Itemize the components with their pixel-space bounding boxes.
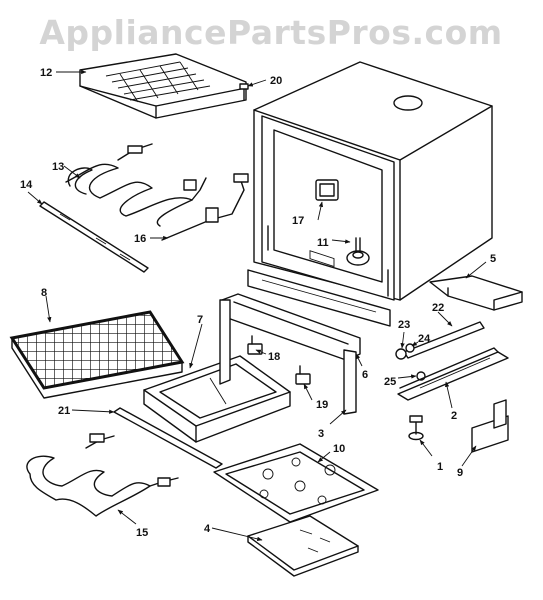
callout-1: 1 (437, 461, 443, 473)
part-16-harness (161, 173, 249, 241)
callout-11: 11 (317, 237, 329, 249)
callout-3: 3 (318, 428, 324, 440)
part-14-rail (39, 201, 149, 273)
callout-7: 7 (197, 314, 203, 326)
callout-8: 8 (41, 287, 47, 299)
part-1-leg (408, 415, 424, 441)
callout-21: 21 (58, 405, 70, 417)
part-19-clip (295, 365, 311, 385)
part-4-plate (247, 515, 359, 577)
callout-14: 14 (20, 179, 33, 191)
callout-17: 17 (292, 215, 304, 227)
part-13-element (65, 143, 207, 227)
callout-10: 10 (333, 443, 345, 455)
part-21-rod (113, 407, 223, 469)
callout-19: 19 (316, 399, 328, 411)
part-17-light (315, 179, 339, 201)
part-22-rail (403, 321, 485, 359)
callout-20: 20 (270, 75, 282, 87)
callout-23: 23 (398, 319, 410, 331)
callout-2: 2 (451, 410, 457, 422)
callout-9: 9 (457, 467, 463, 479)
part-9-bracket (471, 399, 509, 453)
part-2-slide (397, 347, 509, 401)
oven-cavity (253, 61, 493, 301)
part-23-roller (395, 348, 407, 360)
callout-25: 25 (384, 376, 396, 388)
part-11-sensor (346, 237, 370, 266)
callout-16: 16 (134, 233, 146, 245)
callout-4: 4 (204, 523, 211, 535)
callout-15: 15 (136, 527, 148, 539)
part-7-drawer (143, 355, 291, 443)
callout-24: 24 (418, 333, 431, 345)
part-8-oven-rack (9, 310, 185, 399)
part-3-bracket (219, 299, 357, 415)
part-5-bracket (429, 275, 523, 311)
part-15-element (26, 433, 179, 517)
part-10-bottom-pan (213, 443, 379, 523)
callout-5: 5 (490, 253, 496, 265)
part-12-broil-plate (79, 53, 247, 119)
callout-6: 6 (362, 369, 368, 381)
leader-lines (27, 69, 487, 541)
watermark-text: AppliancePartsPros.com (39, 13, 502, 52)
callout-12: 12 (40, 67, 52, 79)
callout-labels: 1 2 3 4 5 6 7 8 9 10 11 12 13 14 15 16 1… (20, 67, 496, 539)
callout-18: 18 (268, 351, 280, 363)
callout-13: 13 (52, 161, 64, 173)
callout-22: 22 (432, 302, 444, 314)
front-frame-strip (247, 269, 391, 327)
